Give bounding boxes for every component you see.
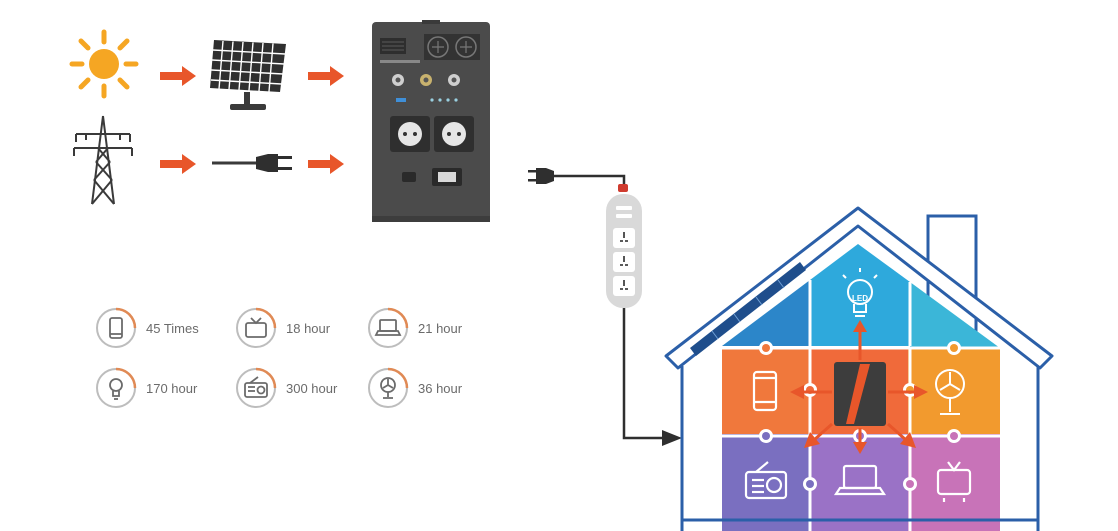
vent-grille	[380, 38, 406, 54]
phone-icon	[752, 370, 778, 412]
stat-ring	[96, 307, 137, 348]
stat-ring	[368, 367, 409, 408]
distribution-arrows	[790, 320, 928, 454]
radio-icon	[744, 461, 788, 500]
radio-icon	[244, 376, 268, 398]
power-plug-icon	[212, 154, 292, 172]
strip-socket	[613, 276, 635, 296]
power-station-mini	[834, 362, 886, 426]
stat-label: 36 hour	[418, 381, 463, 396]
arrow-right-icon	[308, 154, 344, 174]
stat-label: 18 hour	[286, 321, 331, 336]
led-label: LED	[852, 294, 868, 303]
stat-ring	[236, 307, 277, 348]
stat-ring	[96, 367, 137, 408]
sun-icon	[69, 29, 139, 99]
fan-vents	[424, 34, 480, 60]
power-tower-icon	[73, 115, 133, 205]
house-illustration	[664, 206, 1054, 531]
ac-outlets	[390, 116, 474, 152]
arrow-right-icon	[160, 66, 196, 86]
arrow-right-icon	[308, 66, 344, 86]
tv-icon	[245, 317, 267, 338]
led-bulb-icon	[842, 268, 878, 317]
fan-icon	[935, 369, 965, 415]
stat-label: 45 Times	[146, 321, 199, 336]
solar-panel-icon	[210, 40, 286, 110]
stat-label: 21 hour	[418, 321, 463, 336]
strip-socket	[613, 252, 635, 272]
stat-label: 170 hour	[146, 381, 198, 396]
power-station-device	[372, 20, 490, 222]
stat-ring	[368, 307, 409, 348]
cable-to-house	[622, 308, 682, 446]
bulb-icon	[109, 378, 123, 400]
laptop-icon	[374, 319, 402, 336]
tv-icon	[936, 461, 972, 502]
stat-label: 300 hour	[286, 381, 338, 396]
phone-icon	[109, 317, 123, 339]
arrow-right-icon	[160, 154, 196, 174]
laptop-icon	[833, 464, 887, 496]
power-strip	[606, 184, 642, 308]
strip-socket	[613, 228, 635, 248]
fan-icon	[380, 377, 396, 399]
stat-ring	[236, 367, 277, 408]
